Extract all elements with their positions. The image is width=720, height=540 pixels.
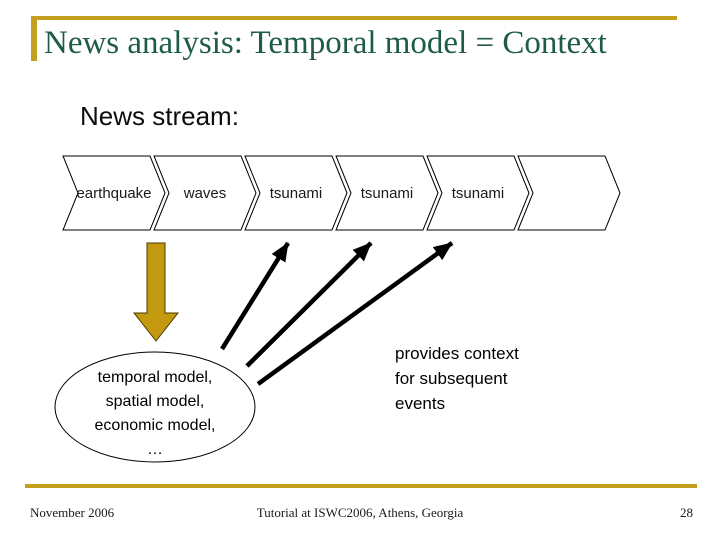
chevron-shape-4 [335, 155, 439, 231]
footer-credit: Tutorial at ISWC2006, Athens, Georgia [256, 505, 464, 520]
context-arrow-3 [256, 241, 454, 386]
models-line-4: … [147, 441, 163, 458]
footer-rule [25, 484, 697, 488]
models-line-2: spatial model, [105, 393, 205, 410]
chevron-shape-1 [62, 155, 166, 231]
down-arrow [132, 242, 180, 342]
news-stream-heading: News stream: [80, 101, 239, 131]
context-note: provides context for subsequent events [395, 341, 575, 416]
chevron-shape-6 [517, 155, 621, 231]
title-accent-line [32, 16, 677, 20]
footer-date: November 2006 [30, 505, 115, 520]
event-label-waves: waves [183, 185, 227, 202]
models-ellipse [54, 351, 256, 463]
context-arrow-1 [220, 241, 290, 351]
context-note-line-3: events [395, 394, 446, 413]
models-line-3: economic model, [94, 417, 216, 434]
title-accent-bar [31, 16, 37, 61]
context-note-line-2: for subsequent [395, 369, 508, 388]
models-text: temporal model, spatial model, economic … [60, 366, 250, 462]
context-arrow-2 [245, 241, 373, 368]
models-line-1: temporal model, [97, 369, 213, 386]
event-label-earthquake: earthquake [76, 185, 152, 202]
slide-title: News analysis: Temporal model = Context [44, 25, 607, 61]
chevron-shape-3 [244, 155, 348, 231]
context-note-line-1: provides context [395, 344, 519, 363]
event-label-tsunami-2: tsunami [360, 185, 414, 202]
chevron-shape-5 [426, 155, 530, 231]
event-label-tsunami-3: tsunami [451, 185, 505, 202]
footer: November 2006 Tutorial at ISWC2006, Athe… [0, 505, 720, 529]
event-label-tsunami-1: tsunami [269, 185, 323, 202]
footer-page-number: 28 [680, 505, 693, 520]
chevron-shape-2 [153, 155, 257, 231]
